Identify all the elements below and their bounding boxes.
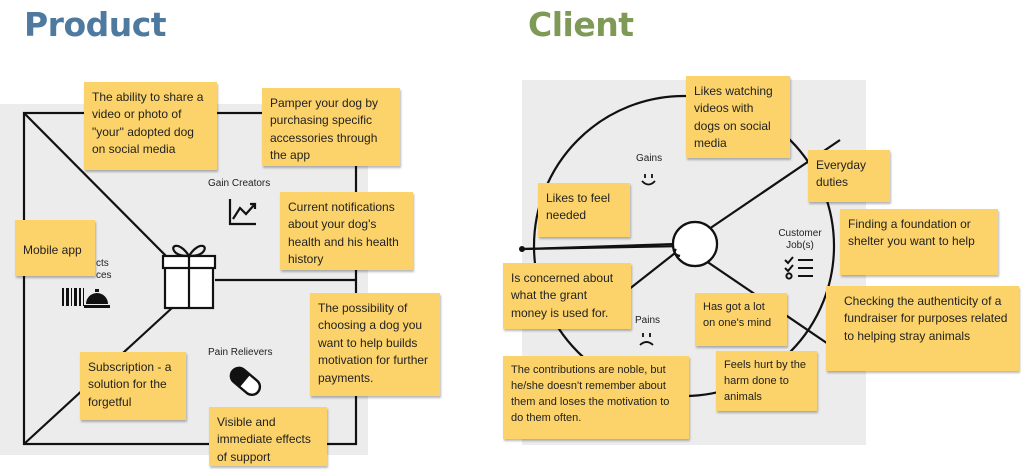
note-choosing-dog: The possibility of choosing a dog you wa… — [310, 293, 440, 396]
gains-label: Gains — [636, 153, 663, 164]
product-title: Product — [24, 5, 167, 44]
note-mobile-app: Mobile app — [15, 220, 95, 276]
checklist-icon — [784, 256, 813, 280]
service-bell-icon — [84, 289, 110, 308]
note-everyday-duties: Everyday duties — [808, 150, 890, 202]
note-current-notifications: Current notifications about your dog's h… — [280, 192, 413, 270]
products-services-label-line1: cts — [96, 258, 109, 269]
pains-label: Pains — [635, 315, 661, 326]
note-share-video: The ability to share a video or photo of… — [84, 82, 217, 170]
note-got-a-lot-on-mind: Has got a lot on one's mind — [695, 293, 787, 346]
frown-icon — [639, 333, 654, 346]
customer-jobs-label: Customer Job(s) — [778, 228, 822, 251]
barcode-icon — [62, 288, 84, 306]
note-concerned-about-money: Is concerned about what the grant money … — [503, 263, 631, 329]
note-subscription: Subscription - a solution for the forget… — [80, 352, 186, 420]
note-likes-watching-videos: Likes watching videos with dogs on socia… — [686, 76, 790, 158]
pill-icon — [229, 366, 262, 396]
note-finding-foundation: Finding a foundation or shelter you want… — [840, 209, 998, 275]
gift-icon — [161, 244, 217, 310]
note-checking-authenticity: Checking the authenticity of a fundraise… — [826, 286, 1019, 371]
products-services-label-line2: ces — [96, 270, 112, 281]
gain-creators-label: Gain Creators — [208, 178, 271, 189]
note-visible-effects: Visible and immediate effects of support — [209, 407, 327, 466]
smile-icon — [641, 174, 656, 186]
note-pamper-dog: Pamper your dog by purchasing specific a… — [262, 88, 400, 166]
trend-chart-icon — [228, 199, 257, 226]
client-title: Client — [528, 5, 634, 44]
face-icon — [521, 220, 719, 268]
note-contributions-noble: The contributions are noble, but he/she … — [503, 356, 689, 439]
pain-relievers-label: Pain Relievers — [208, 347, 273, 358]
note-likes-to-feel-needed: Likes to feel needed — [538, 183, 630, 237]
note-feels-hurt: Feels hurt by the harm done to animals — [716, 351, 817, 411]
